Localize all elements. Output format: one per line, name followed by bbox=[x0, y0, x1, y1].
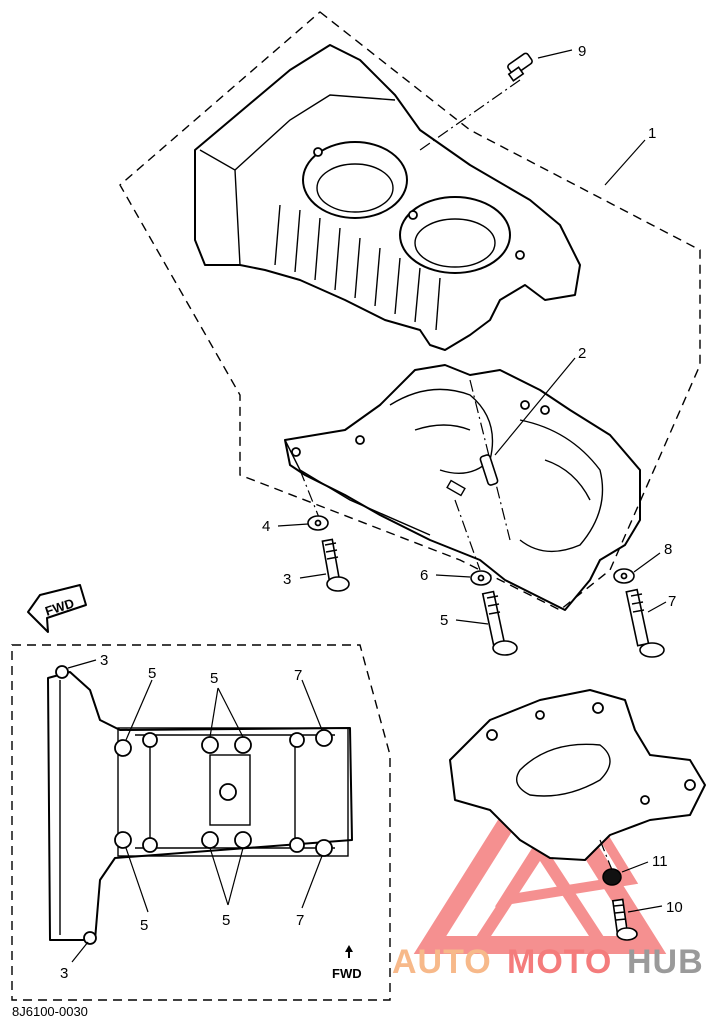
callout-7: 7 bbox=[668, 593, 676, 610]
part-6-washer bbox=[470, 570, 492, 586]
callout-3: 3 bbox=[283, 571, 291, 588]
part-8-washer bbox=[613, 568, 635, 584]
watermark-text: AUTO MOTO HUB bbox=[392, 943, 704, 981]
callout-1: 1 bbox=[648, 125, 656, 142]
upper-crankcase bbox=[194, 44, 581, 351]
watermark-hub: HUB bbox=[627, 943, 704, 981]
fwd-label-bottom: FWD bbox=[332, 966, 362, 981]
callout-7-inset-top: 7 bbox=[294, 667, 302, 684]
alignment-line bbox=[599, 839, 613, 871]
callout-4: 4 bbox=[262, 518, 270, 535]
callout-5: 5 bbox=[440, 612, 448, 629]
part-11-nut bbox=[602, 868, 622, 886]
part-7-bolt bbox=[625, 588, 665, 658]
callout-9: 9 bbox=[578, 43, 586, 60]
fwd-arrow-icon: FWD bbox=[27, 584, 87, 633]
callout-5-inset-center-top: 5 bbox=[210, 670, 218, 687]
watermark-auto: AUTO bbox=[392, 943, 492, 981]
callout-6: 6 bbox=[420, 567, 428, 584]
lower-crankcase bbox=[284, 364, 641, 611]
drawing-code: 8J6100-0030 bbox=[12, 1004, 88, 1019]
callout-2: 2 bbox=[578, 345, 586, 362]
part-3-bolt bbox=[321, 538, 350, 592]
alignment-line bbox=[419, 79, 521, 151]
alignment-line bbox=[299, 469, 321, 521]
watermark-moto: MOTO bbox=[507, 943, 612, 981]
callout-8: 8 bbox=[664, 541, 672, 558]
exploded-outline bbox=[119, 11, 701, 611]
part-10-bolt bbox=[611, 898, 638, 941]
callout-3-inset-bottom: 3 bbox=[60, 965, 68, 982]
callout-5-inset-left-bottom: 5 bbox=[140, 917, 148, 934]
part-9-plug bbox=[507, 52, 533, 82]
part-5-bolt bbox=[481, 590, 518, 656]
callout-5-inset-left-top: 5 bbox=[148, 665, 156, 682]
right-bracket bbox=[449, 689, 706, 861]
inset-frame bbox=[11, 644, 391, 1001]
callout-11: 11 bbox=[652, 853, 668, 870]
part-4-washer bbox=[307, 515, 329, 531]
fwd-arrow-bottom-icon bbox=[345, 945, 353, 958]
callout-10: 10 bbox=[666, 899, 683, 916]
alignment-line bbox=[454, 499, 481, 571]
part-2-dowel-pin bbox=[479, 454, 499, 486]
callout-3-inset-top: 3 bbox=[100, 652, 108, 669]
callout-7-inset-bottom: 7 bbox=[296, 912, 304, 929]
callout-5-inset-center-bottom: 5 bbox=[222, 912, 230, 929]
inset-bottom-view bbox=[47, 665, 353, 945]
